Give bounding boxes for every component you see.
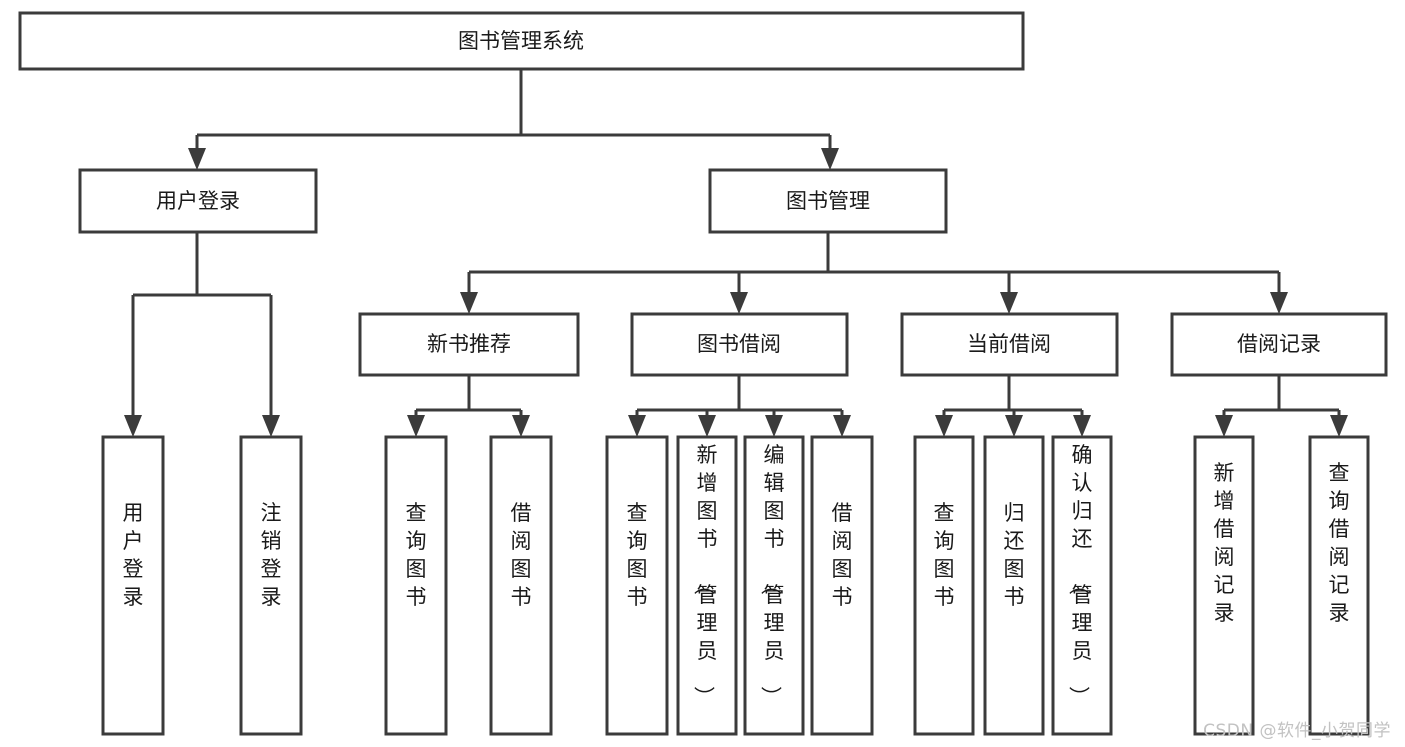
leaf-confirm-return-box[interactable]	[1051, 435, 1113, 736]
leaf-query-book-3-label: 查询图书	[934, 501, 955, 609]
leaf-confirm-return[interactable]: 确认归还（管理员）	[1051, 435, 1113, 736]
leaf-add-record[interactable]: 新增借阅记录	[1193, 435, 1255, 736]
arrow-head-bookborrow-2	[698, 415, 716, 437]
leaf-logout[interactable]: 注销登录	[239, 435, 303, 736]
node-new-book-rec[interactable]: 新书推荐	[358, 312, 580, 377]
arrow-head-bookborrow-4	[833, 415, 851, 437]
connector-group-user-login	[124, 232, 280, 437]
connector-group-book-manage	[460, 232, 1288, 314]
arrow-head-bookmanage-4	[1270, 292, 1288, 314]
node-book-borrow-label: 图书借阅	[697, 332, 781, 356]
node-new-book-rec-box[interactable]	[358, 312, 580, 377]
leaf-borrow-book-2[interactable]: 借阅图书	[810, 435, 874, 736]
connector-group-new-book-rec	[407, 375, 530, 437]
node-book-borrow[interactable]: 图书借阅	[630, 312, 849, 377]
leaf-query-book-1[interactable]: 查询图书	[384, 435, 448, 736]
leaf-query-book-3-box[interactable]	[913, 435, 975, 736]
leaf-add-book-box[interactable]	[676, 435, 738, 736]
node-borrow-record-box[interactable]	[1170, 312, 1388, 377]
arrow-head-borrowrecord-1	[1215, 415, 1233, 437]
arrow-head-bookmanage-3	[1000, 292, 1018, 314]
leaf-user-login-label: 用户登录	[123, 501, 144, 609]
arrow-head-newbook-2	[512, 415, 530, 437]
leaf-return-book-box[interactable]	[983, 435, 1045, 736]
leaf-borrow-book-1-label: 借阅图书	[511, 501, 532, 609]
arrow-head-root-1	[188, 148, 206, 170]
leaf-add-record-label: 新增借阅记录	[1214, 461, 1235, 625]
leaf-user-login-box[interactable]	[101, 435, 165, 736]
node-current-borrow-box[interactable]	[900, 312, 1119, 377]
node-user-login-label: 用户登录	[156, 189, 240, 213]
leaf-add-book[interactable]: 新增图书（管理员）	[676, 435, 738, 736]
leaf-borrow-book-2-label: 借阅图书	[832, 501, 853, 609]
arrow-head-bookborrow-3	[765, 415, 783, 437]
node-book-borrow-box[interactable]	[630, 312, 849, 377]
leaf-query-record[interactable]: 查询借阅记录	[1308, 435, 1370, 736]
leaf-borrow-book-1[interactable]: 借阅图书	[489, 435, 553, 736]
node-new-book-rec-label: 新书推荐	[427, 332, 511, 356]
node-user-login[interactable]: 用户登录	[78, 168, 318, 234]
node-user-login-box[interactable]	[78, 168, 318, 234]
leaf-user-login[interactable]: 用户登录	[101, 435, 165, 736]
leaf-return-book[interactable]: 归还图书	[983, 435, 1045, 736]
arrow-head-bookborrow-1	[628, 415, 646, 437]
leaf-edit-book-box[interactable]	[743, 435, 805, 736]
node-borrow-record[interactable]: 借阅记录	[1170, 312, 1388, 377]
node-root[interactable]: 图书管理系统	[18, 11, 1025, 71]
arrow-head-currentborrow-1	[935, 415, 953, 437]
arrow-head-userlogin-2	[262, 415, 280, 437]
connector-group-book-borrow	[628, 375, 851, 437]
leaf-logout-label: 注销登录	[261, 501, 282, 609]
node-borrow-record-label: 借阅记录	[1237, 332, 1321, 356]
node-book-manage-box[interactable]	[708, 168, 948, 234]
connector-group-borrow-record	[1215, 375, 1348, 437]
arrow-head-root-2	[821, 148, 839, 170]
node-root-label: 图书管理系统	[458, 29, 584, 53]
leaf-logout-box[interactable]	[239, 435, 303, 736]
leaf-query-record-box[interactable]	[1308, 435, 1370, 736]
leaf-query-book-2-label: 查询图书	[627, 501, 648, 609]
leaf-query-record-label: 查询借阅记录	[1329, 461, 1350, 625]
node-book-manage-label: 图书管理	[786, 189, 870, 213]
connector-group-root	[188, 69, 839, 170]
leaf-query-book-2[interactable]: 查询图书	[605, 435, 669, 736]
arrow-head-currentborrow-2	[1005, 415, 1023, 437]
connector-group-current-borrow	[935, 375, 1091, 437]
node-current-borrow[interactable]: 当前借阅	[900, 312, 1119, 377]
leaf-edit-book-label: 编辑图书（管理员）	[759, 443, 785, 707]
node-book-manage[interactable]: 图书管理	[708, 168, 948, 234]
leaf-confirm-return-label: 确认归还（管理员）	[1067, 443, 1093, 707]
arrow-head-borrowrecord-2	[1330, 415, 1348, 437]
leaf-borrow-book-1-box[interactable]	[489, 435, 553, 736]
node-root-box[interactable]	[18, 11, 1025, 71]
arrow-head-bookmanage-1	[460, 292, 478, 314]
arrow-head-bookmanage-2	[730, 292, 748, 314]
leaf-edit-book[interactable]: 编辑图书（管理员）	[743, 435, 805, 736]
leaf-add-book-label: 新增图书（管理员）	[692, 443, 718, 707]
leaf-query-book-1-label: 查询图书	[406, 501, 427, 609]
leaf-return-book-label: 归还图书	[1004, 501, 1025, 609]
leaf-borrow-book-2-box[interactable]	[810, 435, 874, 736]
leaf-query-book-2-box[interactable]	[605, 435, 669, 736]
leaf-query-book-3[interactable]: 查询图书	[913, 435, 975, 736]
node-current-borrow-label: 当前借阅	[967, 332, 1051, 356]
csdn-watermark: CSDN @软件_小贺同学	[1203, 721, 1391, 741]
leaf-query-book-1-box[interactable]	[384, 435, 448, 736]
arrow-head-userlogin-1	[124, 415, 142, 437]
arrow-head-currentborrow-3	[1073, 415, 1091, 437]
arrow-head-newbook-1	[407, 415, 425, 437]
leaf-add-record-box[interactable]	[1193, 435, 1255, 736]
